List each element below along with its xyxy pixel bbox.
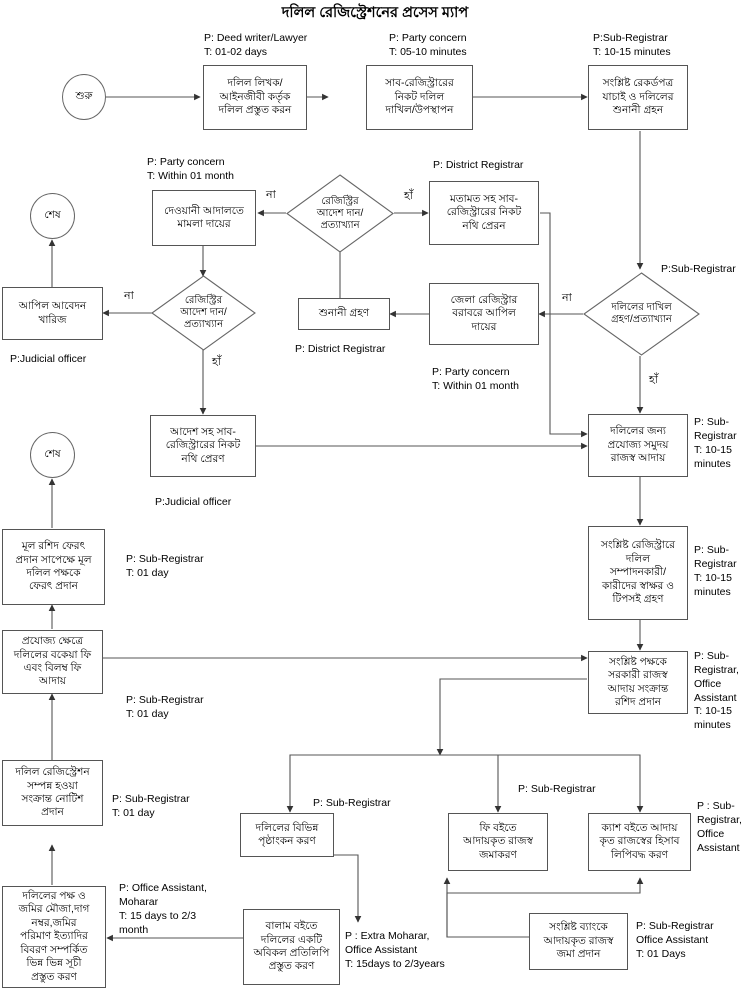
node-return-original-deed[interactable]: মূল রশিদ ফেরৎ প্রদান সাপেক্ষে মূল দলিল প… [2, 529, 105, 605]
node-collect-revenue-label: দলিলের জন্য প্রযোজ্য সমুদয় রাজস্ব আদায় [607, 425, 669, 465]
annotation-verify-records: P:Sub-Registrar T: 10-15 minutes [593, 32, 671, 58]
node-balam-copy[interactable]: বালাম বইতে দলিলের একটি অবিকল প্রতিলিপি প… [243, 909, 340, 985]
node-endorsements[interactable]: দলিলের বিভিন্ন পৃষ্ঠাংকন করণ [240, 813, 334, 857]
annotation-fee-cash-books: P: Sub-Registrar [518, 783, 596, 795]
node-signature-collection-label: সংশ্লিষ্ট রেজিস্ট্রারে দলিল সম্পাদনকারী/… [601, 539, 675, 606]
edge-label-no-accept-reject: না [561, 292, 573, 304]
node-submit-deed[interactable]: সাব-রেজিস্ট্রারের নিকট দলিল দাখিল/উপস্থা… [366, 65, 473, 130]
edge-label-no-order1: না [265, 189, 277, 201]
node-end-top[interactable]: শেষ [30, 193, 75, 239]
node-bank-deposit-label: সংশ্লিষ্ট ব্যাংকে আদায়কৃত রাজস্ব জমা প্… [543, 921, 614, 961]
node-verify-records[interactable]: সংশ্লিষ্ট রেকর্ডপত্র যাচাই ও দলিলের শুনা… [588, 65, 688, 130]
edge-label-no-order2: না [123, 290, 135, 302]
node-issue-receipt[interactable]: সংশ্লিষ্ট পক্ষকে সরকারী রাজস্ব আদায় সংক… [588, 651, 688, 714]
node-file-appeal-dr-label: জেলা রেজিস্ট্রার বরাবরে আপিল দায়ের [450, 293, 518, 333]
annotation-send-file-with-order: P:Judicial officer [155, 496, 232, 508]
node-fee-book-entry[interactable]: ফি বইতে আদায়কৃত রাজস্ব জমাকরণ [448, 813, 548, 871]
node-start-label: শুরু [75, 89, 93, 102]
node-start[interactable]: শুরু [62, 74, 106, 120]
node-prepare-index-label: দলিলের পক্ষ ও জমির মৌজা,দাগ নম্বর,জমির প… [18, 889, 90, 983]
annotation-return-original-deed: P: Sub-Registrar T: 01 day [126, 553, 204, 579]
annotation-submit-deed: P: Party concern T: 05-10 minutes [389, 32, 467, 58]
node-signature-collection[interactable]: সংশ্লিষ্ট রেজিস্ট্রারে দলিল সম্পাদনকারী/… [588, 526, 688, 620]
node-send-file-with-order[interactable]: আদেশ সহ সাব- রেজিস্ট্রারের নিকট নথি প্রে… [150, 415, 256, 477]
annotation-civil-court-case: P: Party concern T: Within 01 month [147, 156, 234, 182]
edge-label-yes-accept-reject: হাঁ [648, 374, 659, 386]
node-registrar-order-1[interactable]: রেজিস্ট্রির আদেশ দান/ প্রত্যাখ্যান [286, 174, 394, 253]
node-civil-court-case-label: দেওয়ানী আদালতে মামলা দায়ের [164, 204, 244, 230]
edge-label-yes-order1: হাঁ [403, 190, 414, 202]
node-return-original-deed-label: মূল রশিদ ফেরৎ প্রদান সাপেক্ষে মূল দলিল প… [15, 540, 92, 593]
node-registrar-order-1-label: রেজিস্ট্রির আদেশ দান/ প্রত্যাখ্যান [316, 195, 364, 231]
annotation-appeal-dismissed: P:Judicial officer [10, 353, 87, 365]
node-accept-reject-deed[interactable]: দলিলের দাখিল গ্রহণ/প্রত্যাখ্যান [583, 272, 700, 356]
node-bank-deposit[interactable]: সংশ্লিষ্ট ব্যাংকে আদায়কৃত রাজস্ব জমা প্… [529, 913, 628, 970]
node-registrar-order-2-label: রেজিস্ট্রির আদেশ দান/ প্রত্যাখ্যান [180, 295, 227, 330]
node-cash-book-entry-label: ক্যাশ বইতে আদায় কৃত রাজস্বের হিসাব লিপি… [599, 821, 680, 861]
node-send-file-with-opinion[interactable]: মতামত সহ সাব- রেজিস্ট্রারের নিকট নথি প্র… [429, 181, 539, 245]
annotation-cash-book-entry: P : Sub- Registrar, Office Assistant [697, 800, 742, 854]
node-prepare-deed-label: দলিল লিখক/ আইনজীবী কর্তৃক দলিল প্রস্তুত … [218, 77, 292, 117]
node-cash-book-entry[interactable]: ক্যাশ বইতে আদায় কৃত রাজস্বের হিসাব লিপি… [588, 813, 691, 871]
annotation-send-file-with-opinion: P: District Registrar [433, 159, 524, 171]
diamond-shape [583, 272, 700, 356]
annotation-signature-collection: P: Sub- Registrar T: 10-15 minutes [694, 544, 737, 598]
page-title: দলিল রেজিস্ট্রেশনের প্রসেস ম্যাপ [281, 5, 469, 21]
node-due-and-late-fee-label: প্রযোজ্য ক্ষেত্রে দলিলের বকেয়া ফি এবং ব… [13, 635, 92, 688]
node-hearing[interactable]: শুনানী গ্রহণ [298, 298, 390, 330]
annotation-due-and-late-fee: P: Sub-Registrar T: 01 day [126, 694, 204, 720]
node-end-top-label: শেষ [44, 208, 61, 221]
node-verify-records-label: সংশ্লিষ্ট রেকর্ডপত্র যাচাই ও দলিলের শুনা… [602, 77, 674, 117]
annotation-prepare-index: P: Office Assistant, Moharar T: 15 days … [119, 882, 207, 936]
node-due-and-late-fee[interactable]: প্রযোজ্য ক্ষেত্রে দলিলের বকেয়া ফি এবং ব… [2, 630, 103, 694]
node-endorsements-label: দলিলের বিভিন্ন পৃষ্ঠাংকন করণ [255, 821, 319, 847]
node-accept-reject-deed-label: দলিলের দাখিল গ্রহণ/প্রত্যাখ্যান [611, 302, 672, 325]
node-hearing-label: শুনানী গ্রহণ [318, 307, 370, 320]
node-registration-notice[interactable]: দলিল রেজিস্ট্রেশন সম্পন্ন হওয়া সংক্রান্… [2, 760, 103, 826]
node-send-file-with-opinion-label: মতামত সহ সাব- রেজিস্ট্রারের নিকট নথি প্র… [446, 192, 522, 232]
node-registrar-order-2[interactable]: রেজিস্ট্রির আদেশ দান/ প্রত্যাখ্যান [151, 275, 256, 351]
node-civil-court-case[interactable]: দেওয়ানী আদালতে মামলা দায়ের [152, 190, 256, 246]
node-balam-copy-label: বালাম বইতে দলিলের একটি অবিকল প্রতিলিপি প… [253, 920, 330, 973]
annotation-registration-notice: P: Sub-Registrar T: 01 day [112, 793, 190, 819]
node-file-appeal-dr[interactable]: জেলা রেজিস্ট্রার বরাবরে আপিল দায়ের [429, 283, 539, 345]
node-prepare-index[interactable]: দলিলের পক্ষ ও জমির মৌজা,দাগ নম্বর,জমির প… [2, 886, 106, 988]
node-prepare-deed[interactable]: দলিল লিখক/ আইনজীবী কর্তৃক দলিল প্রস্তুত … [203, 65, 307, 130]
node-issue-receipt-label: সংশ্লিষ্ট পক্ষকে সরকারী রাজস্ব আদায় সংক… [607, 655, 669, 708]
annotation-prepare-deed: P: Deed writer/Lawyer T: 01-02 days [204, 32, 308, 58]
node-end-mid-label: শেষ [44, 447, 61, 460]
annotation-endorsements: P: Sub-Registrar [313, 797, 391, 809]
annotation-issue-receipt: P: Sub- Registrar, Office Assistant T: 1… [694, 650, 739, 732]
node-submit-deed-label: সাব-রেজিস্ট্রারের নিকট দলিল দাখিল/উপস্থা… [385, 77, 454, 117]
node-appeal-dismissed-label: আপিল আবেদন খারিজ [18, 300, 87, 326]
annotation-balam-copy: P : Extra Moharar, Office Assistant T: 1… [345, 930, 445, 970]
annotation-hearing: P: District Registrar [295, 343, 386, 355]
annotation-accept-reject-deed: P:Sub-Registrar [661, 263, 736, 275]
node-end-mid[interactable]: শেষ [30, 432, 75, 478]
node-send-file-with-order-label: আদেশ সহ সাব- রেজিস্ট্রারের নিকট নথি প্রে… [165, 425, 241, 465]
node-appeal-dismissed[interactable]: আপিল আবেদন খারিজ [2, 287, 103, 340]
annotation-collect-revenue: P: Sub- Registrar T: 10-15 minutes [694, 416, 737, 470]
node-collect-revenue[interactable]: দলিলের জন্য প্রযোজ্য সমুদয় রাজস্ব আদায় [588, 414, 688, 477]
node-registration-notice-label: দলিল রেজিস্ট্রেশন সম্পন্ন হওয়া সংক্রান্… [15, 766, 90, 819]
edge-label-yes-order2: হাঁ [211, 356, 222, 368]
node-fee-book-entry-label: ফি বইতে আদায়কৃত রাজস্ব জমাকরণ [463, 821, 533, 861]
annotation-bank-deposit: P: Sub-Registrar Office Assistant T: 01 … [636, 920, 714, 960]
annotation-file-appeal-dr: P: Party concern T: Within 01 month [432, 366, 519, 392]
